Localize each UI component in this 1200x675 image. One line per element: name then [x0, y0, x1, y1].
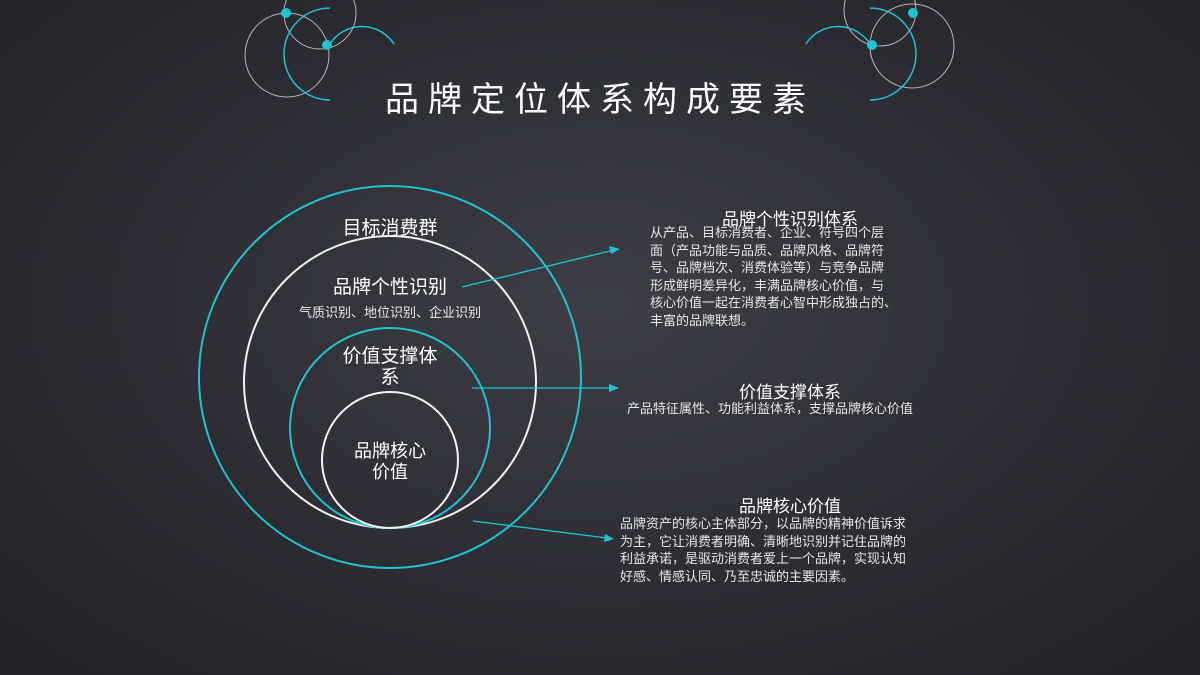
- label-target-consumers: 目标消费群: [342, 217, 438, 239]
- arrow-value-support: [472, 384, 619, 392]
- dot-icon: [322, 40, 332, 50]
- label-brand-personality: 品牌个性识别: [332, 276, 447, 298]
- arrow-personality: [461, 246, 620, 288]
- desc-line: 利益承诺，是驱动消费者爱上一个品牌，实现认知: [620, 552, 907, 567]
- desc-line: 从产品、目标消费者、企业、符号四个层: [650, 226, 885, 241]
- circle-target-consumers: [198, 185, 582, 569]
- page-title: 品牌定位体系构成要素: [385, 80, 815, 120]
- dot-icon: [908, 8, 918, 18]
- desc-body-personality: 从产品、目标消费者、企业、符号四个层 面（产品功能与品质、品牌风格、品牌符 号、…: [650, 225, 950, 330]
- label-core-value-1: 品牌核心: [354, 441, 426, 462]
- label-personality-sub: 气质识别、地位识别、企业识别: [298, 306, 481, 321]
- desc-body-value-support: 产品特征属性、功能利益体系，支撑品牌核心价值: [627, 401, 967, 419]
- label-value-support-2: 系: [380, 366, 400, 388]
- desc-line: 核心价值一起在消费者心智中形成独占的、: [650, 296, 898, 311]
- desc-line: 好感、情感认同、乃至忠诚的主要因素。: [620, 569, 855, 585]
- desc-line: 品牌资产的核心主体部分，以品牌的精神价值诉求: [620, 517, 907, 532]
- desc-line: 号、品牌档次、消费体验等）与竞争品牌: [650, 261, 885, 276]
- label-core-value-2: 价值: [372, 462, 408, 483]
- desc-title-value-support: 价值支撑体系: [739, 383, 841, 403]
- desc-line: 丰富的品牌联想。: [650, 313, 755, 329]
- desc-title-core-value: 品牌核心价值: [739, 497, 841, 517]
- arrow-core-value: [472, 520, 614, 542]
- dot-icon: [867, 40, 877, 50]
- desc-line: 面（产品功能与品质、品牌风格、品牌符: [650, 243, 885, 259]
- desc-body-core-value: 品牌资产的核心主体部分，以品牌的精神价值诉求 为主，它让消费者明确、清晰地识别并…: [620, 516, 960, 586]
- label-value-support-1: 价值支撑体: [342, 345, 438, 367]
- desc-line: 产品特征属性、功能利益体系，支撑品牌核心价值: [627, 402, 914, 417]
- decoration-top-left: [244, 0, 395, 101]
- circle-core-value: [321, 391, 459, 529]
- decoration-top-right: [805, 0, 955, 101]
- desc-title-personality: 品牌个性识别体系: [722, 210, 858, 230]
- desc-line: 形成鲜明差异化，丰满品牌核心价值，与: [650, 278, 885, 294]
- desc-line: 为主，它让消费者明确、清晰地识别并记住品牌的: [620, 534, 907, 550]
- dot-icon: [281, 8, 291, 18]
